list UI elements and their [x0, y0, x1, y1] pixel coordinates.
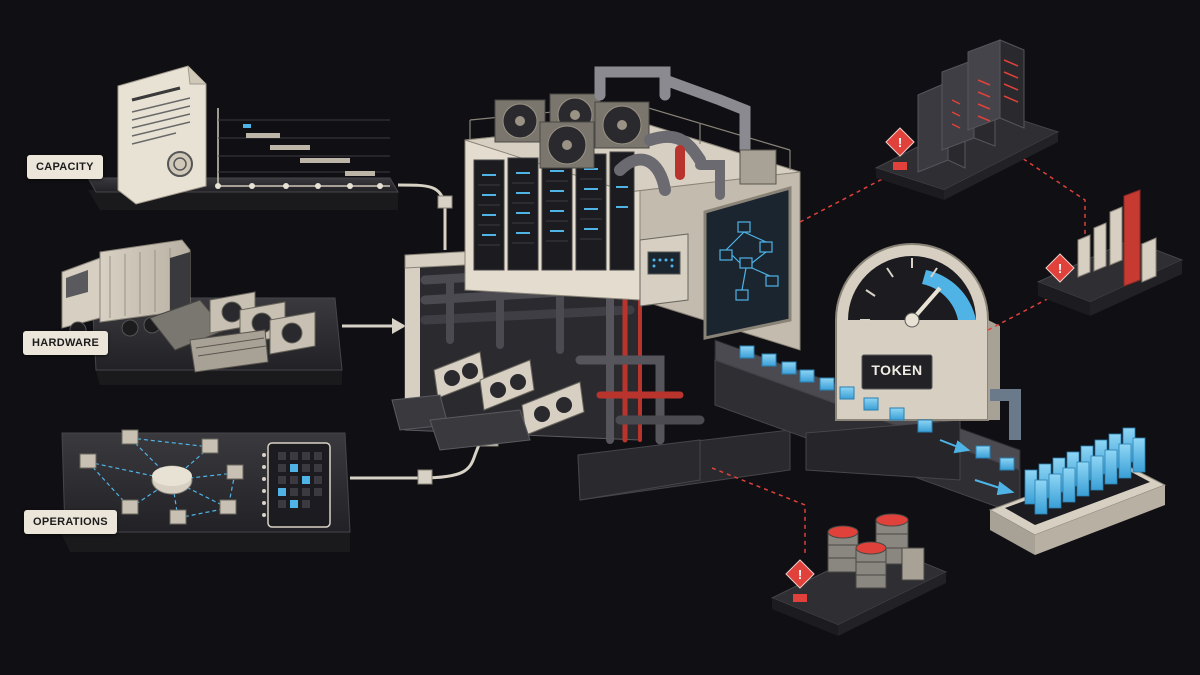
hardware-label: HARDWARE [23, 331, 109, 355]
gantt-bar [243, 124, 251, 128]
network-node [121, 499, 139, 515]
capacity-panel [87, 65, 453, 250]
database-icon [827, 513, 925, 589]
token-cube [739, 345, 755, 359]
bar-chart-icon [1077, 189, 1157, 287]
svg-text:!: ! [798, 567, 802, 582]
ai-factory [391, 66, 801, 501]
token-plate [861, 354, 933, 390]
capacity-connector [397, 183, 447, 250]
control-screen [703, 186, 792, 340]
gauge-highlight [922, 270, 976, 320]
gpu-cards [433, 351, 585, 436]
hardware-panel [61, 239, 406, 385]
server-cabinet [917, 39, 1025, 173]
token-cube [761, 353, 777, 367]
token-label: TOKEN [871, 362, 923, 378]
token-cube [975, 445, 991, 459]
network-node [226, 464, 244, 480]
gantt-bar [270, 145, 310, 150]
network-node [219, 499, 237, 515]
warning-icon: ! [1045, 253, 1075, 283]
token-cube [819, 377, 835, 391]
token-cube [839, 386, 855, 400]
capacity-label: CAPACITY [27, 155, 103, 179]
gantt-bar [300, 158, 350, 163]
cooling-fans [494, 93, 650, 169]
contract-document [117, 65, 207, 205]
token-cubes [739, 345, 1015, 471]
connector-plug [437, 195, 453, 209]
network-node [201, 438, 219, 454]
network-node [121, 429, 139, 445]
storage-platform: ! [770, 513, 948, 636]
truck-icon [61, 239, 191, 339]
svg-text:!: ! [1058, 261, 1062, 276]
operations-dashboard [262, 442, 331, 528]
operations-panel [60, 429, 499, 552]
gantt-chart [215, 108, 390, 189]
gpu-crates [189, 291, 316, 373]
control-panel [639, 233, 689, 307]
token-output-tray [988, 427, 1167, 555]
network-node [79, 453, 97, 469]
token-gauge [835, 243, 1021, 440]
token-cube [863, 397, 879, 411]
token-cube [999, 457, 1015, 471]
server-racks [473, 151, 635, 271]
gantt-bar [345, 171, 375, 176]
server-cluster-platform: ! [874, 39, 1060, 200]
token-stack [1024, 427, 1146, 515]
token-cube [917, 419, 933, 433]
flow-arrows [939, 439, 1015, 496]
token-cube [781, 361, 797, 375]
gantt-bar [246, 133, 280, 138]
roof-pipes [594, 66, 777, 200]
token-cube [799, 369, 815, 383]
network-node [169, 509, 187, 525]
network-graph [79, 429, 244, 525]
svg-text:!: ! [898, 135, 902, 150]
risk-lines [711, 149, 1086, 555]
warning-icon: ! [885, 127, 915, 157]
operations-label: OPERATIONS [24, 510, 117, 534]
seal-icon [167, 151, 193, 177]
gauge-base [805, 419, 961, 481]
token-cube [889, 407, 905, 421]
warning-icon: ! [785, 559, 815, 589]
bar-metrics-platform: ! [1036, 189, 1184, 316]
